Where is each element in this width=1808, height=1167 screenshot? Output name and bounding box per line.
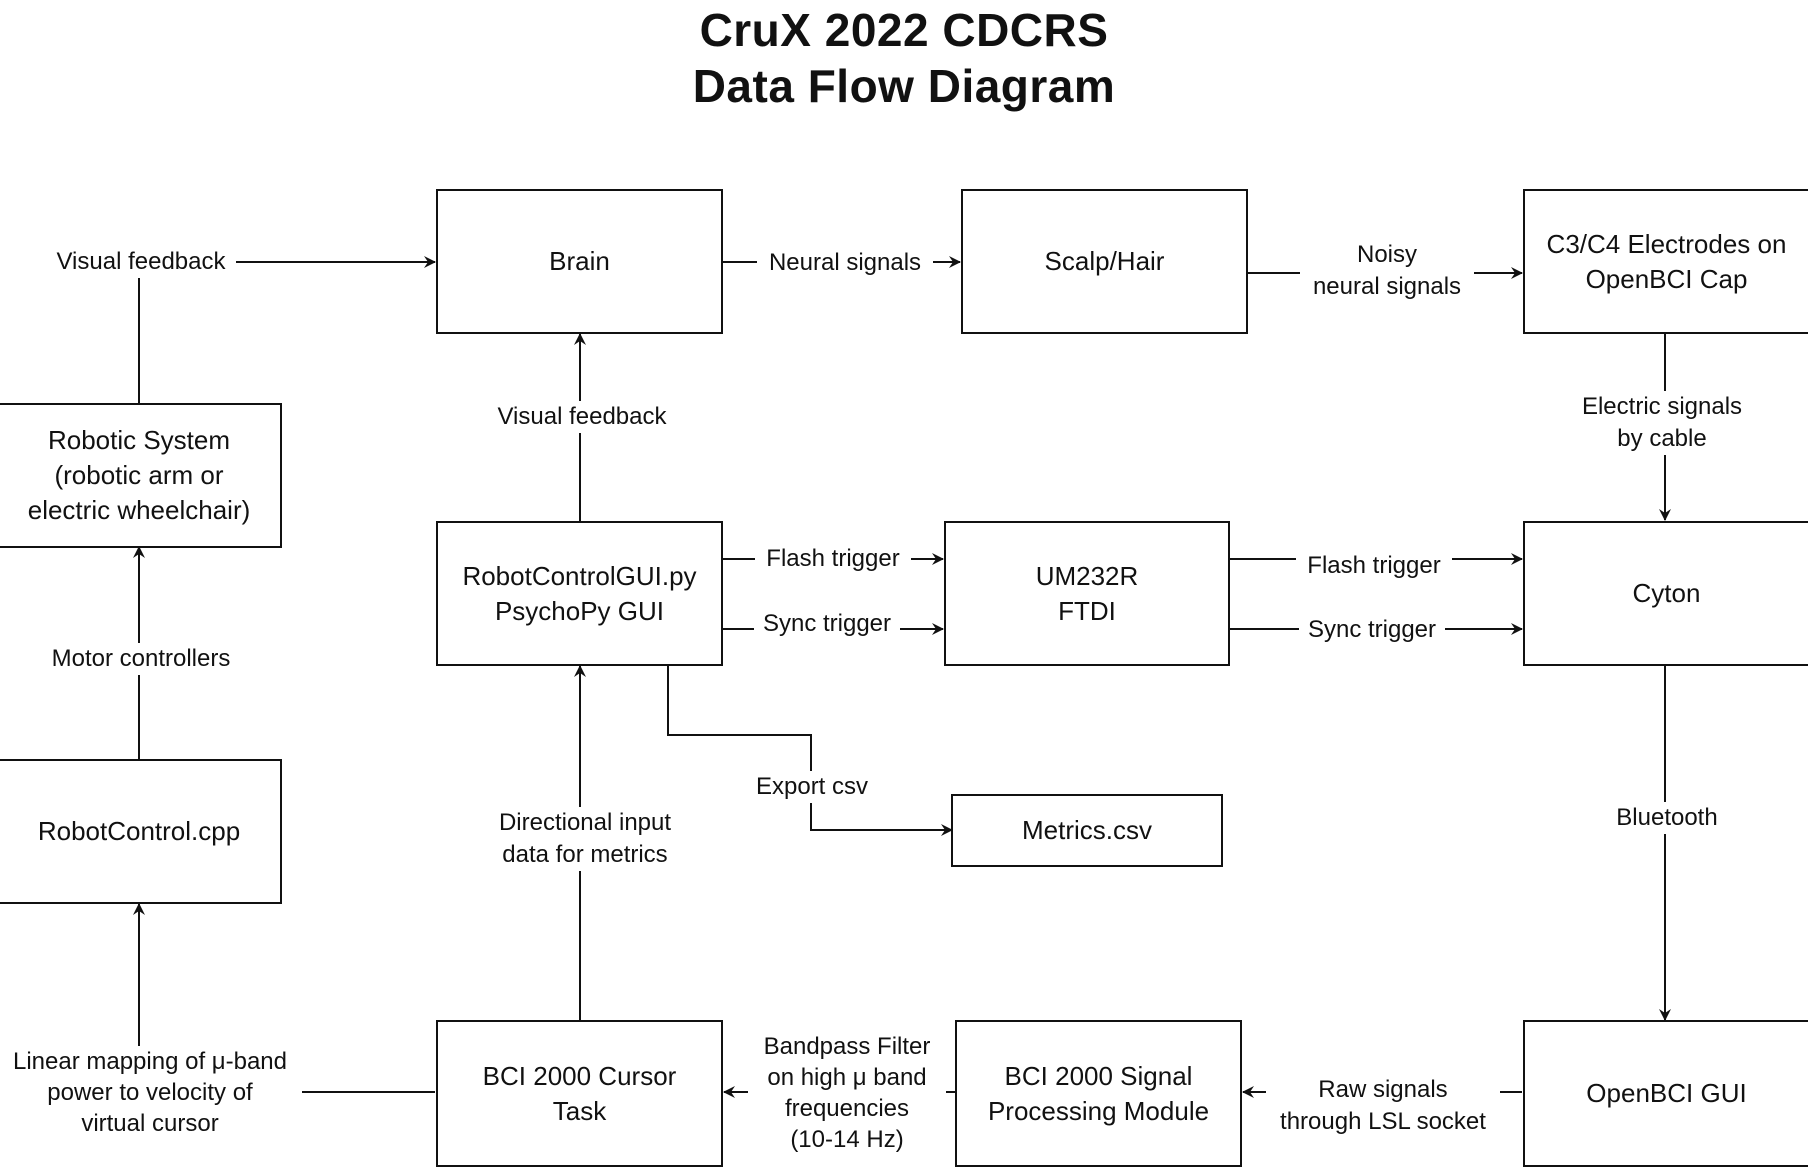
node-robotcontrol-cpp: RobotControl.cpp (0, 759, 282, 904)
node-robotcontrol-gui: RobotControlGUI.py PsychoPy GUI (436, 521, 723, 666)
edge-label-visual-feedback-mid: Visual feedback (487, 401, 677, 433)
diagram-title-line1: CruX 2022 CDCRS (699, 4, 1109, 56)
node-robotic-system: Robotic System (robotic arm or electric … (0, 403, 282, 548)
edge-label-linear-mapping: Linear mapping of μ-band power to veloci… (0, 1046, 302, 1139)
edge-label-sync-trigger-1: Sync trigger (754, 608, 900, 640)
edge-label-motor-controllers: Motor controllers (39, 643, 243, 675)
node-bci2000-cursor-task-label: BCI 2000 Cursor Task (482, 1060, 677, 1126)
edge-label-raw-signals: Raw signals through LSL socket (1266, 1074, 1500, 1138)
edge-label-sync-trigger-2: Sync trigger (1299, 614, 1445, 646)
edge-label-bandpass-filter: Bandpass Filter on high μ band frequenci… (748, 1031, 946, 1155)
node-bci2000-cursor-task: BCI 2000 Cursor Task (436, 1020, 723, 1167)
node-electrodes: C3/C4 Electrodes on OpenBCI Cap (1523, 189, 1808, 334)
node-robotic-system-label: Robotic System (robotic arm or electric … (27, 425, 251, 525)
node-um232r-ftdi: UM232R FTDI (944, 521, 1230, 666)
diagram-title-line2: Data Flow Diagram (692, 60, 1116, 112)
node-scalp-hair: Scalp/Hair (961, 189, 1248, 334)
node-openbci-gui-label: OpenBCI GUI (1586, 1078, 1747, 1108)
node-cyton: Cyton (1523, 521, 1808, 666)
node-openbci-gui: OpenBCI GUI (1523, 1020, 1808, 1167)
node-metrics-csv: Metrics.csv (951, 794, 1223, 867)
node-robotcontrol-gui-label: RobotControlGUI.py PsychoPy GUI (462, 560, 697, 626)
node-cyton-label: Cyton (1632, 578, 1701, 608)
edge-label-visual-feedback-top: Visual feedback (46, 246, 236, 278)
edge-gui-to-metrics (667, 665, 953, 836)
node-bci2000-signal-processing-label: BCI 2000 Signal Processing Module (987, 1060, 1210, 1126)
node-scalp-hair-label: Scalp/Hair (1044, 246, 1165, 276)
node-electrodes-label: C3/C4 Electrodes on OpenBCI Cap (1546, 228, 1787, 294)
node-robotcontrol-cpp-label: RobotControl.cpp (37, 816, 241, 846)
edge-label-directional-input: Directional input data for metrics (485, 807, 685, 871)
node-um232r-ftdi-label: UM232R FTDI (1035, 560, 1139, 626)
node-brain-label: Brain (549, 246, 610, 276)
edge-label-flash-trigger-1: Flash trigger (755, 543, 911, 575)
edge-label-neural-signals: Neural signals (757, 247, 933, 279)
node-metrics-csv-label: Metrics.csv (1022, 815, 1152, 845)
edge-label-noisy-neural-signals: Noisy neural signals (1300, 239, 1474, 303)
edge-label-bluetooth: Bluetooth (1609, 802, 1725, 834)
node-bci2000-signal-processing: BCI 2000 Signal Processing Module (955, 1020, 1242, 1167)
edge-label-electric-signals: Electric signals by cable (1566, 391, 1758, 455)
edge-label-export-csv: Export csv (748, 771, 876, 803)
edge-robotic-to-brain (138, 256, 436, 403)
edge-label-flash-trigger-2: Flash trigger (1296, 550, 1452, 582)
node-brain: Brain (436, 189, 723, 334)
